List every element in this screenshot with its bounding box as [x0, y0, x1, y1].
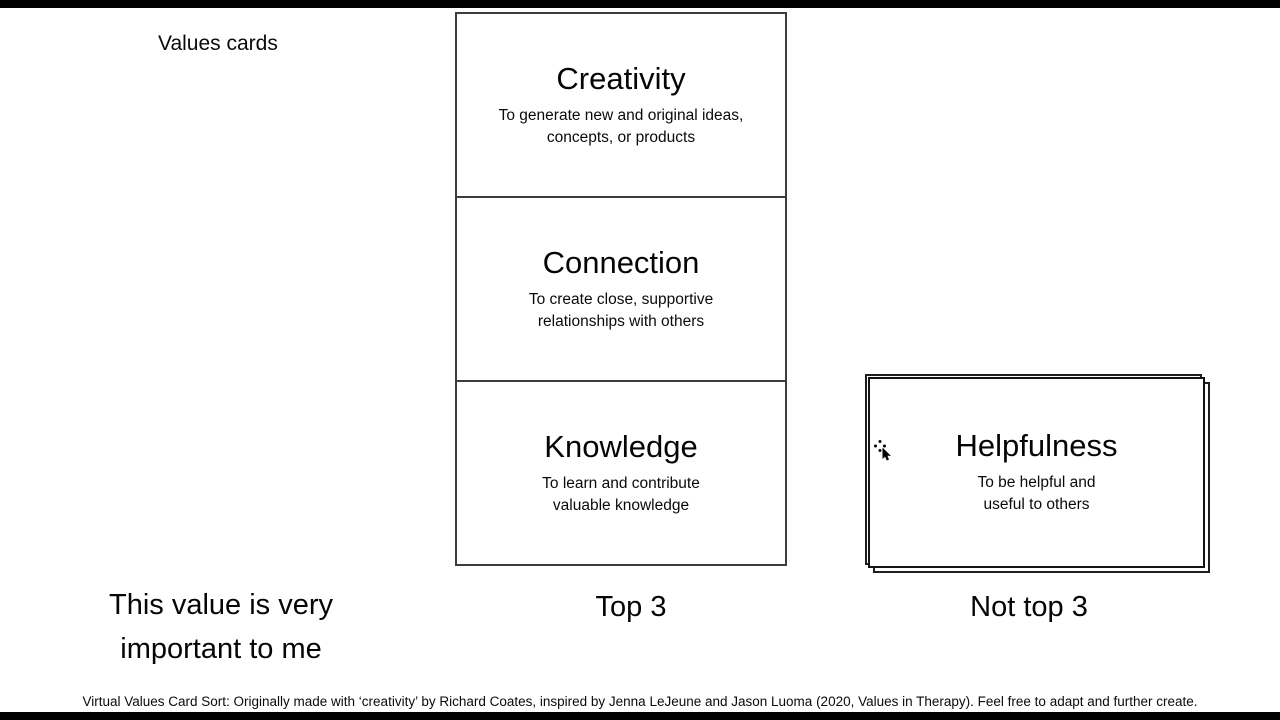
pile-top3: Creativity To generate new and original …: [455, 12, 787, 566]
card-title: Knowledge: [544, 428, 698, 464]
top3-zone-label: Top 3: [595, 591, 667, 623]
letterbox-bottom: [0, 712, 1280, 720]
values-cards-label: Values cards: [158, 32, 278, 55]
card-description: To learn and contribute valuable knowled…: [542, 474, 700, 514]
card-title: Connection: [542, 244, 700, 280]
value-card-helpfulness[interactable]: Helpfulness To be helpful and useful to …: [868, 377, 1205, 568]
pile-not-top3: Helpfulness To be helpful and useful to …: [865, 374, 1210, 573]
importance-zone-label: This value is very important to me: [108, 589, 334, 665]
value-card-knowledge[interactable]: Knowledge To learn and contribute valuab…: [455, 380, 787, 566]
card-description: To create close, supportive relationship…: [528, 290, 714, 330]
card-description: To be helpful and useful to others: [977, 474, 1096, 514]
card-title: Creativity: [556, 60, 686, 96]
value-card-connection[interactable]: Connection To create close, supportive r…: [455, 196, 787, 382]
attribution-text: Virtual Values Card Sort: Originally mad…: [82, 694, 1198, 709]
card-title: Helpfulness: [955, 428, 1118, 464]
card-description: To generate new and original ideas, conc…: [498, 106, 744, 146]
value-card-creativity[interactable]: Creativity To generate new and original …: [455, 12, 787, 198]
letterbox-top: [0, 0, 1280, 8]
not-top3-zone-label: Not top 3: [970, 591, 1088, 623]
move-cursor-icon: [874, 440, 891, 461]
